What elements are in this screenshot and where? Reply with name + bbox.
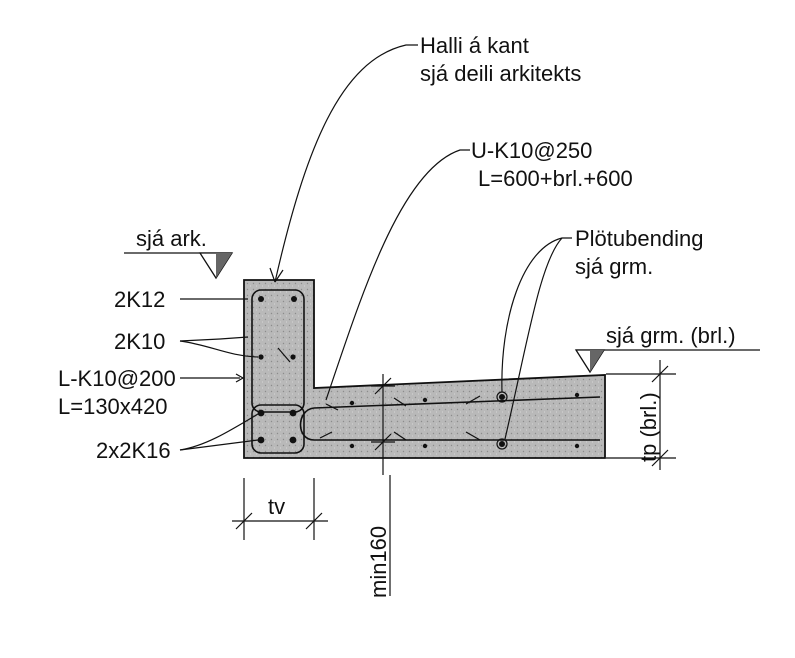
bar-label-2k10: 2K10: [114, 329, 165, 354]
splice-ticks: [277, 347, 481, 441]
leader-2k16-b: [179, 439, 259, 451]
dimension-tv: [232, 478, 328, 540]
rebar-2k12-right: [291, 296, 297, 302]
dimension-label-tv: tv: [268, 494, 285, 519]
slab-bottom-dot: [349, 443, 355, 449]
rebar-dots: [257, 296, 580, 449]
slab-top-dot: [422, 397, 428, 403]
bar-label-2x2k16: 2x2K16: [96, 438, 171, 463]
slab-top-dot: [349, 400, 355, 406]
slab-top-bar: [313, 396, 601, 409]
stirrup-label-line1: L-K10@200: [58, 366, 176, 391]
leader-edge-note: [274, 44, 418, 283]
dimension-min160: [371, 374, 395, 596]
concrete-section: [243, 279, 606, 459]
rebar-2k16-1: [257, 409, 265, 417]
u-bar-label-line1: U-K10@250: [471, 138, 592, 163]
rebar-2k16-3: [257, 436, 265, 444]
stirrup-upper: [251, 289, 305, 413]
stirrup-label-line2: L=130x420: [58, 394, 168, 419]
rebar-2k10-right: [290, 354, 296, 360]
rebar-2k16-2: [289, 409, 297, 417]
level-marker-arch: [124, 252, 234, 280]
rebar-2k12-left: [258, 296, 264, 302]
leader-u-bar: [325, 149, 470, 401]
slab-rebar-label-line2: sjá grm.: [575, 254, 653, 279]
level-marker-grm: [574, 349, 760, 374]
leader-slab-rebar-2: [504, 237, 563, 440]
leader-slab-rebar-1: [501, 237, 572, 393]
slab-top-dot: [574, 392, 580, 398]
edge-note-line1: Halli á kant: [420, 33, 529, 58]
slab-bottom-dot: [422, 443, 428, 449]
leader-lines: [179, 44, 572, 451]
u-bar-hook: [299, 407, 315, 441]
slab-top-dot: [499, 394, 505, 400]
rebar-2k16-4: [289, 436, 297, 444]
level-label-arch: sjá ark.: [136, 226, 207, 251]
slab-bottom-dot: [499, 441, 505, 447]
slab-rebar-label-line1: Plötubending: [575, 226, 703, 251]
dimension-label-min160: min160: [366, 526, 391, 598]
stirrup-lower: [251, 404, 305, 454]
dimension-label-tp: tp (brl.): [636, 392, 661, 462]
u-bar-label-line2: L=600+brl.+600: [478, 166, 633, 191]
leader-2k10-b: [179, 340, 259, 358]
dimension-tp: [606, 360, 676, 470]
level-label-grm: sjá grm. (brl.): [606, 323, 736, 348]
arrow-stirrup: [235, 373, 245, 383]
rebar-2k10-left: [258, 354, 264, 360]
edge-note-line2: sjá deili arkitekts: [420, 61, 581, 86]
leader-2k10-a: [179, 336, 249, 342]
arrow-edge-note: [269, 267, 284, 283]
slab-rebar-ring: [496, 438, 508, 450]
slab-bottom-dot: [574, 443, 580, 449]
bar-label-2k12: 2K12: [114, 287, 165, 312]
